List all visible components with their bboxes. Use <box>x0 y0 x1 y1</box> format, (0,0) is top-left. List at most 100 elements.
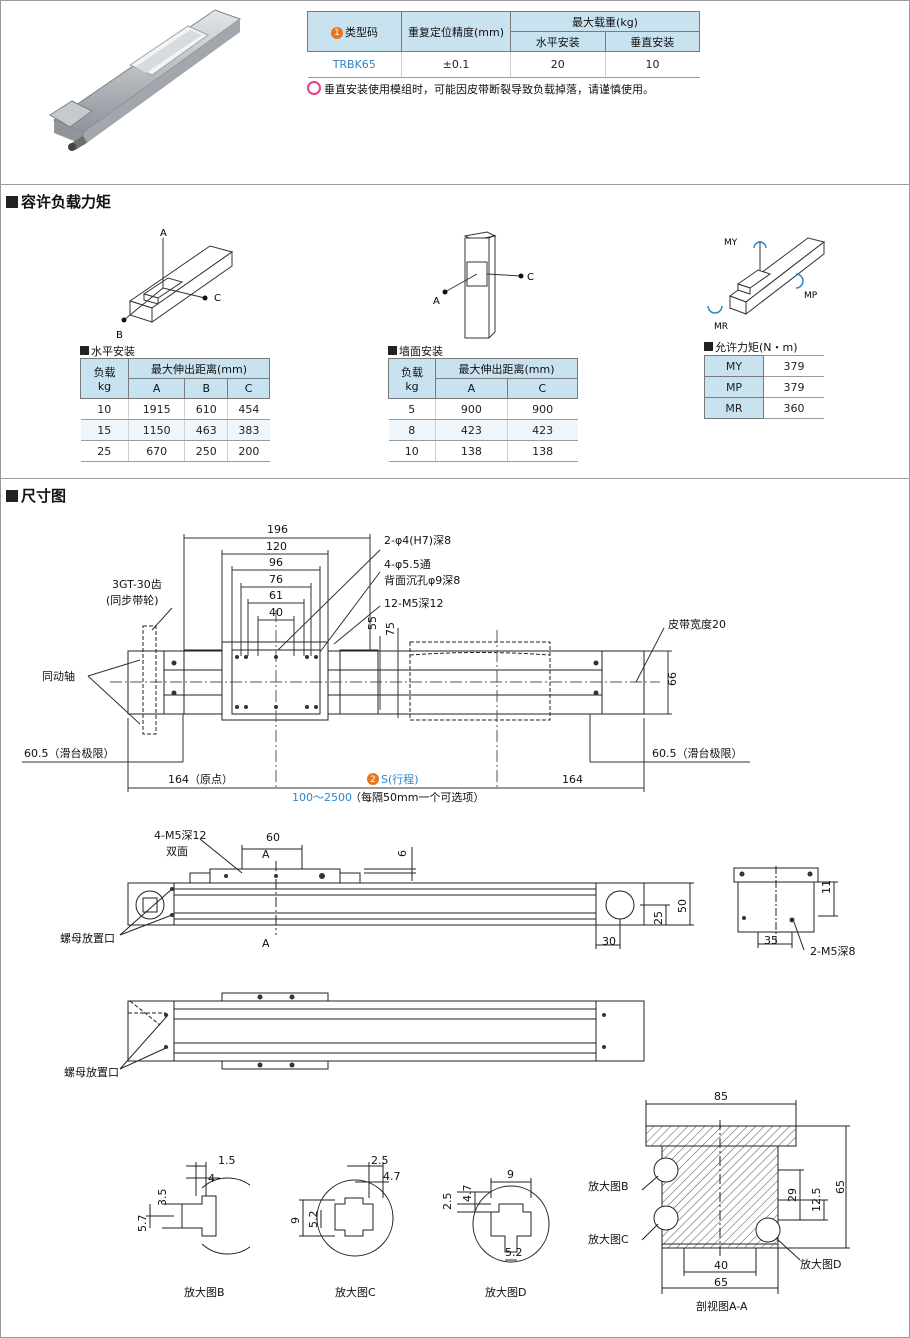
note-holes-3: 背面沉孔φ9深8 <box>384 573 460 587</box>
label-c: C <box>527 272 534 283</box>
dim-2-5: 2.5 <box>441 1193 454 1211</box>
dim-96: 96 <box>269 556 283 569</box>
warning-note: 垂直安装使用模组时，可能因皮带断裂导致负载掉落，请谨慎使用。 <box>307 81 654 97</box>
distance-header: 最大伸出距离(mm) <box>128 358 270 379</box>
distance-header: 最大伸出距离(mm) <box>435 358 578 379</box>
col-b: B <box>184 378 229 399</box>
type-code: TRBK65 <box>307 51 402 78</box>
dim-6: 6 <box>396 850 409 857</box>
stroke-badge-circle <box>367 773 379 785</box>
detail-d-ref: 放大图D <box>800 1257 841 1271</box>
divider <box>0 478 910 479</box>
note-holes-1: 2-φ4(H7)深8 <box>384 534 451 547</box>
label-a: A <box>433 296 440 307</box>
label-mp: MP <box>804 291 818 301</box>
stroke-range-note: （每隔50mm一个可选项） <box>350 790 484 804</box>
note-holes-2: 4-φ5.5通 <box>384 558 431 571</box>
limit-left-label: 60.5（滑台极限） <box>24 746 115 760</box>
dim-5-7: 5.7 <box>136 1215 149 1233</box>
col-a: A <box>435 378 508 399</box>
bottom-view-drawing: 螺母放置口 <box>64 992 645 1079</box>
dim-65-width: 65 <box>714 1276 728 1289</box>
dim-196: 196 <box>267 523 288 536</box>
dim-35: 35 <box>764 934 778 947</box>
col-c: C <box>227 378 270 399</box>
label-c: C <box>214 293 221 304</box>
wall-mount-diagram: C A <box>433 231 534 339</box>
dim-66: 66 <box>666 672 679 686</box>
col-horizontal-header: 水平安装 <box>510 31 606 52</box>
stroke-label: S(行程) <box>381 773 419 786</box>
col-a: A <box>127 378 186 399</box>
label-mr: MR <box>714 322 728 332</box>
product-photo <box>49 9 242 151</box>
dim-120: 120 <box>266 540 287 553</box>
detail-c-caption: 放大图C <box>335 1285 376 1299</box>
side-holes-label-2: 双面 <box>166 845 188 858</box>
stroke-badge: 2 <box>370 775 376 785</box>
warning-icon <box>307 81 321 95</box>
end-holes-label: 2-M5深8 <box>810 945 855 958</box>
horizontal-mount-diagram: A C B <box>116 228 234 341</box>
detail-c-drawing: 2.5 4.7 9 5.2 放大图C <box>289 1154 401 1299</box>
dim-60: 60 <box>266 831 280 844</box>
label-my: MY <box>724 238 738 248</box>
dim-5-2: 5.2 <box>505 1246 523 1259</box>
type-badge: 1 <box>331 26 343 39</box>
dim-85: 85 <box>714 1090 728 1103</box>
dim-9: 9 <box>289 1217 302 1224</box>
moment-title: 允许力矩(N・m) <box>704 339 798 355</box>
dim-12-5: 12.5 <box>810 1188 823 1213</box>
accuracy-value: ±0.1 <box>401 51 511 78</box>
section-allowable-title: 容许负载力矩 <box>6 191 111 212</box>
label-a: A <box>160 228 167 239</box>
detail-d-caption: 放大图D <box>485 1285 526 1299</box>
pulley-label-2: (同步带轮) <box>106 593 159 607</box>
moment-diagram: MY MP MR <box>707 237 826 332</box>
detail-b-caption: 放大图B <box>184 1285 225 1299</box>
nut-port-label: 螺母放置口 <box>64 1065 119 1079</box>
section-mark-bottom: A <box>262 937 270 950</box>
col-c: C <box>506 378 579 399</box>
detail-c-ref: 放大图C <box>588 1232 629 1246</box>
dim-3-5: 3.5 <box>156 1189 169 1207</box>
belt-width-label: 皮带宽度20 <box>668 617 726 631</box>
dim-40: 40 <box>714 1259 728 1272</box>
detail-b-ref: 放大图B <box>588 1179 629 1193</box>
stroke-range: 100～2500 <box>292 791 352 804</box>
label-b: B <box>116 330 123 341</box>
divider <box>0 184 910 185</box>
detail-d-drawing: 9 4.7 2.5 5.2 放大图D <box>441 1168 550 1299</box>
dim-9: 9 <box>507 1168 514 1181</box>
top-view-drawing: 196 120 96 76 61 40 55 75 66 2-φ4(H7)深8 … <box>22 523 750 804</box>
dim-61: 61 <box>269 589 283 602</box>
col-max-load-header: 最大载重(kg) <box>510 11 700 32</box>
horizontal-title: 水平安装 <box>80 343 135 359</box>
limit-right-label: 60.5（滑台极限） <box>652 746 743 760</box>
dim-164-right: 164 <box>562 773 583 786</box>
dim-75: 75 <box>384 622 397 636</box>
wall-title: 墙面安装 <box>388 343 443 359</box>
side-view-drawing: 4-M5深12 双面 60 A A 6 25 50 30 螺母放置口 <box>60 829 694 950</box>
dim-25: 25 <box>652 911 665 925</box>
side-holes-label-1: 4-M5深12 <box>154 829 206 842</box>
nut-port-label: 螺母放置口 <box>60 931 115 945</box>
driven-shaft-label: 同动轴 <box>42 669 75 683</box>
dim-29: 29 <box>786 1188 799 1202</box>
detail-b-drawing: 1.5 4 3.5 5.7 放大图B <box>136 1154 250 1299</box>
section-aa-caption: 剖视图A-A <box>696 1299 748 1313</box>
section-aa-drawing: 85 65 29 12.5 40 65 放大图B 放大图C 放大图D 剖视图A-… <box>588 1090 850 1313</box>
horizontal-load-value: 20 <box>510 51 605 78</box>
dim-55: 55 <box>366 616 379 630</box>
